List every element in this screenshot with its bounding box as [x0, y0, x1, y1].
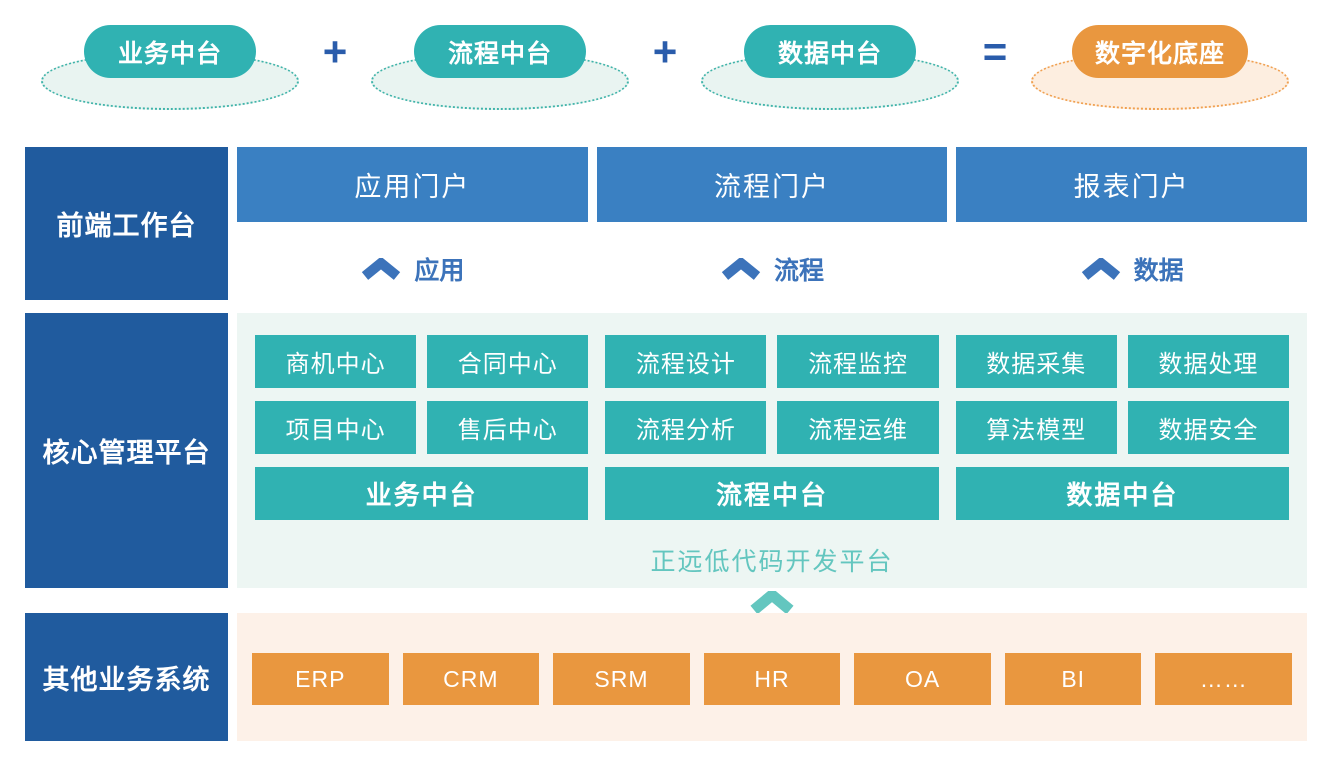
- system-box-erp: ERP: [252, 653, 389, 705]
- core-column-business: 商机中心 合同中心 项目中心 售后中心 业务中台: [255, 335, 589, 520]
- flow-row-process: 流程: [597, 251, 948, 287]
- chevron-up-icon: [721, 258, 761, 280]
- system-box-hr: HR: [703, 653, 841, 705]
- middle-platform-process: 流程中台: [605, 467, 939, 520]
- flow-label: 应用: [414, 257, 465, 285]
- badge-group-data: 数据中台: [700, 25, 960, 110]
- equals-operator: =: [982, 27, 1008, 75]
- module-cell: 流程运维: [777, 401, 939, 454]
- module-cell: 商机中心: [255, 335, 417, 388]
- core-column-process: 流程设计 流程监控 流程分析 流程运维 流程中台: [605, 335, 939, 520]
- badge-pill-business: 业务中台: [83, 25, 257, 78]
- flow-label: 数据: [1133, 257, 1184, 285]
- badge-group-process: 流程中台: [370, 25, 630, 110]
- middle-platform-data: 数据中台: [955, 467, 1289, 520]
- middle-platform-business: 业务中台: [255, 467, 589, 520]
- portal-column-app: 应用门户 应用: [237, 147, 588, 300]
- other-systems-band: 其他业务系统 ERP CRM SRM HR OA BI ……: [25, 613, 1307, 741]
- module-cell: 流程分析: [605, 401, 767, 454]
- formula-row: 业务中台 + 流程中台 + 数据中台 = 数字化底座: [0, 0, 1330, 120]
- portal-column-process: 流程门户 流程: [596, 147, 948, 300]
- module-cell: 流程设计: [605, 335, 767, 388]
- badge-pill-digital-base: 数字化底座: [1071, 25, 1249, 78]
- badge-group-digital-base: 数字化底座: [1030, 25, 1290, 110]
- module-cell: 数据处理: [1127, 335, 1289, 388]
- band-label-core: 核心管理平台: [25, 313, 228, 588]
- band-label-other: 其他业务系统: [25, 613, 228, 741]
- portal-box-process: 流程门户: [596, 147, 948, 222]
- flow-row-app: 应用: [237, 251, 588, 287]
- core-column-data: 数据采集 数据处理 算法模型 数据安全 数据中台: [955, 335, 1289, 520]
- module-cell: 流程监控: [777, 335, 939, 388]
- portal-box-app: 应用门户: [237, 147, 588, 222]
- core-band: 核心管理平台 商机中心 合同中心 项目中心 售后中心 业务中台 流程设计 流程监…: [25, 313, 1307, 588]
- system-box-bi: BI: [1004, 653, 1142, 705]
- system-box-srm: SRM: [553, 653, 690, 705]
- flow-label: 流程: [774, 257, 825, 285]
- lowcode-platform-label: 正远低代码开发平台: [650, 548, 894, 576]
- plus-operator: +: [322, 27, 348, 75]
- badge-pill-process: 流程中台: [413, 25, 587, 78]
- flow-row-data: 数据: [956, 251, 1307, 287]
- module-cell: 数据安全: [1127, 401, 1289, 454]
- badge-pill-data: 数据中台: [743, 25, 917, 78]
- chevron-up-icon: [1081, 258, 1120, 280]
- plus-operator: +: [652, 27, 678, 75]
- band-label-frontend: 前端工作台: [25, 147, 228, 300]
- chevron-up-icon: [750, 590, 794, 613]
- frontend-band: 前端工作台 应用门户 应用 流程门户 流程: [25, 147, 1308, 300]
- module-cell: 售后中心: [427, 401, 589, 454]
- system-box-more: ……: [1155, 653, 1293, 705]
- module-cell: 算法模型: [955, 401, 1117, 454]
- badge-group-business: 业务中台: [40, 25, 300, 110]
- module-cell: 数据采集: [955, 335, 1117, 388]
- module-cell: 项目中心: [255, 401, 417, 454]
- portal-column-report: 报表门户 数据: [956, 147, 1308, 300]
- band-connector: [237, 588, 1307, 613]
- module-cell: 合同中心: [427, 335, 589, 388]
- portal-box-report: 报表门户: [956, 147, 1308, 222]
- system-box-crm: CRM: [402, 653, 540, 705]
- system-box-oa: OA: [854, 653, 991, 705]
- chevron-up-icon: [362, 258, 401, 280]
